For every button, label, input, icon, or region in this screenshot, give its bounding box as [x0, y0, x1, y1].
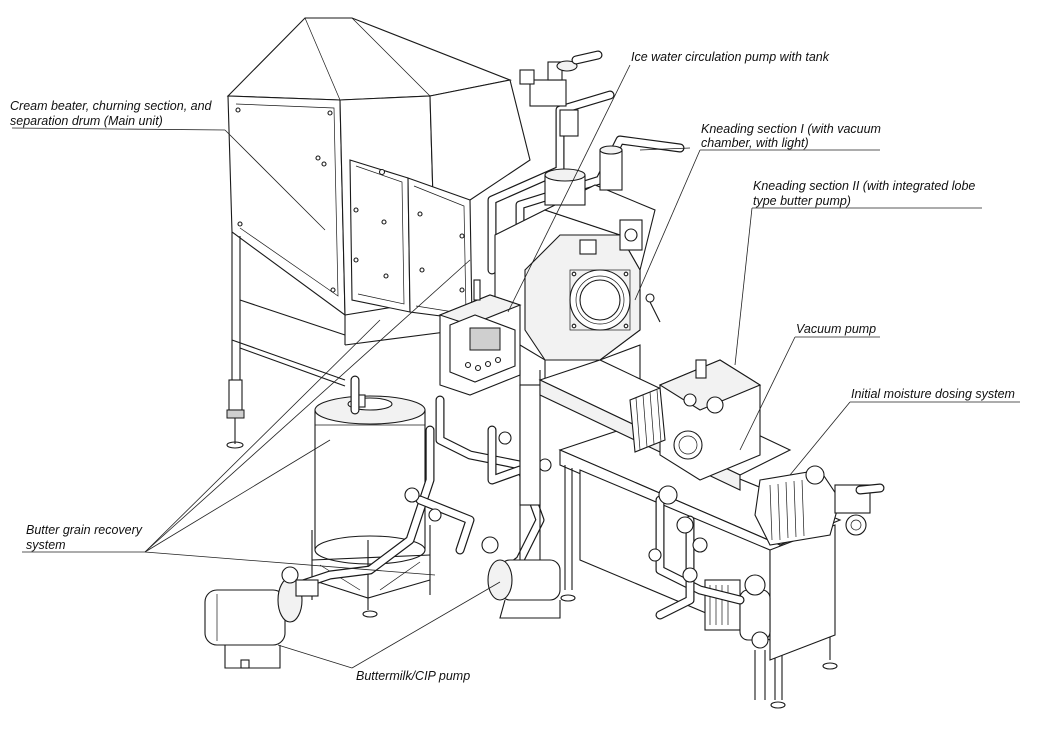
kneading-section-2: [538, 359, 792, 491]
center-pump: [481, 536, 561, 619]
label-kneading2-line1: Kneading section II (with integrated lob…: [753, 179, 975, 193]
control-panel: [438, 279, 522, 396]
underline-cream-beater: [11, 127, 226, 131]
moisture-dosing-system: [648, 485, 771, 700]
leader-vacuum: [739, 336, 796, 451]
leader-moisture: [789, 401, 851, 476]
label-kneading2-line2: type butter pump): [753, 194, 851, 208]
leader-lines: [11, 64, 1020, 669]
butter-grain-tank: [311, 375, 431, 618]
label-cream-beater-line1: Cream beater, churning section, and: [10, 99, 213, 113]
kneading-section-1: [494, 145, 661, 396]
leader-kneading2: [734, 207, 753, 366]
central-piping: [295, 370, 552, 590]
label-vacuum-pump: Vacuum pump: [796, 322, 876, 336]
leader-cream-beater: [224, 129, 326, 231]
label-butter-grain-line1: Butter grain recovery: [26, 523, 143, 537]
label-moisture-dosing: Initial moisture dosing system: [851, 387, 1015, 401]
main-unit: [226, 17, 531, 449]
leader-kneading1: [634, 149, 701, 301]
main-frame: [226, 232, 501, 449]
leader-butter-grain-1: [144, 319, 381, 553]
label-butter-grain-line2: system: [26, 538, 66, 552]
leader-buttermilk-1: [277, 644, 353, 669]
leader-butter-grain-2: [144, 551, 436, 576]
label-kneading1-line2: chamber, with light): [701, 136, 809, 150]
buttermilk-cip-pump: [204, 566, 319, 669]
label-ice-water-pump: Ice water circulation pump with tank: [631, 50, 830, 64]
labels: Ice water circulation pump with tank Cre…: [10, 50, 1015, 683]
panel-screws: [235, 107, 465, 293]
leader-butter-grain-3: [144, 439, 331, 553]
label-cream-beater-line2: separation drum (Main unit): [10, 114, 163, 128]
leader-buttermilk-2: [351, 581, 501, 669]
label-kneading1-line1: Kneading section I (with vacuum: [701, 122, 881, 136]
leader-ice-water: [507, 64, 631, 313]
leader-butter-grain-4: [144, 259, 471, 553]
label-buttermilk-pump: Buttermilk/CIP pump: [356, 669, 470, 683]
vacuum-pump: [754, 465, 885, 546]
